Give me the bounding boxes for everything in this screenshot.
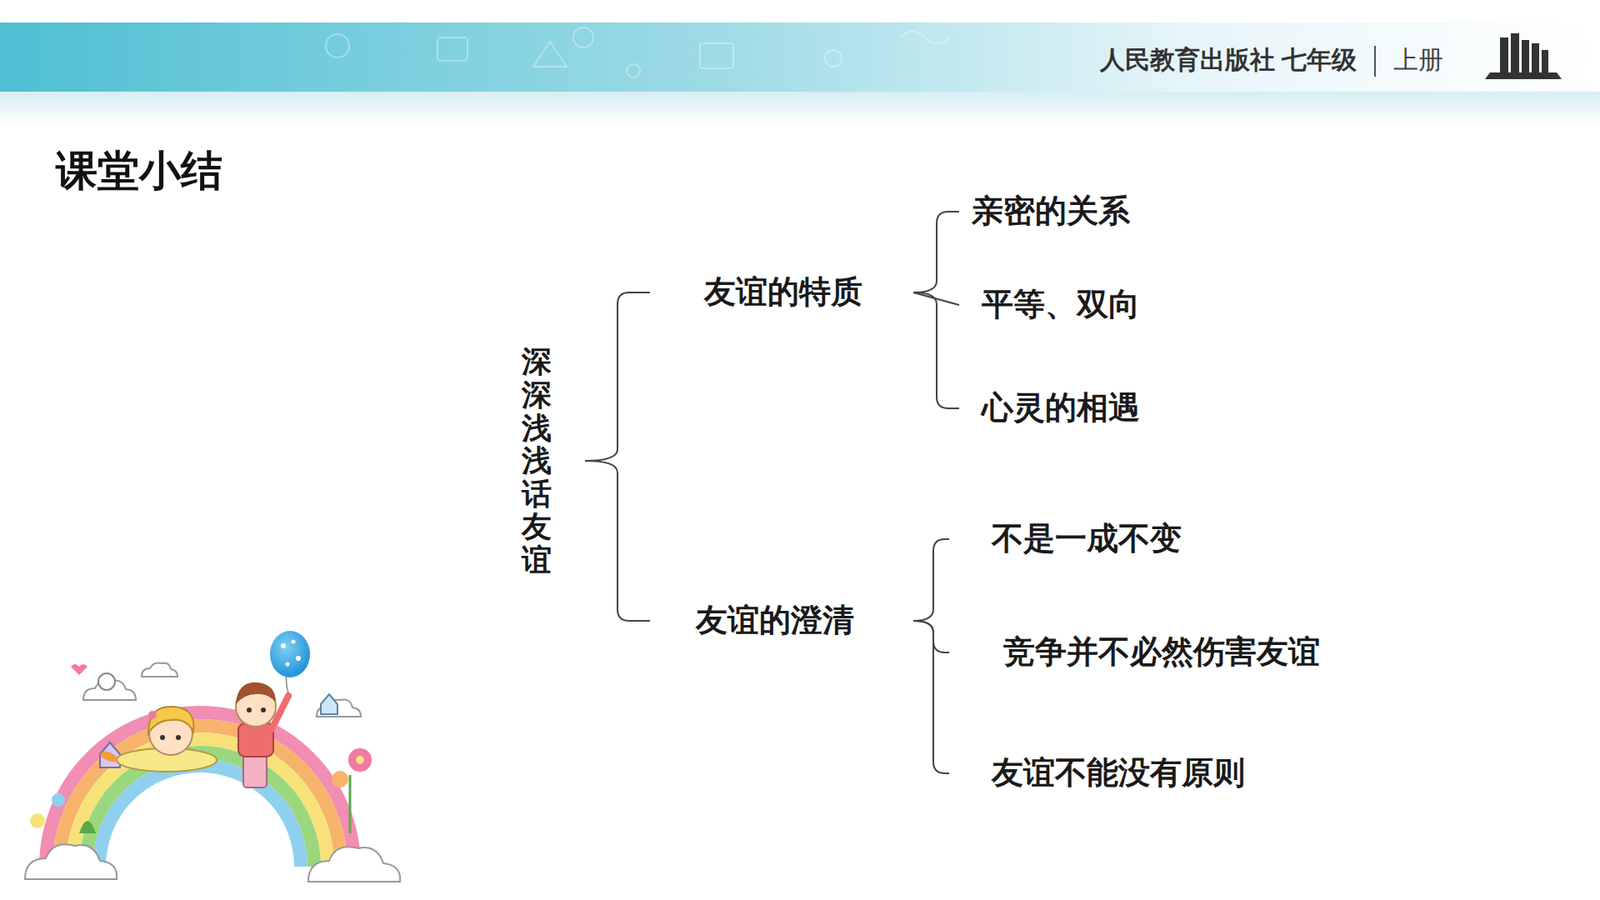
- topic-text: 友谊的特质: [704, 271, 863, 313]
- topic-text: 友谊的澄清: [695, 600, 855, 641]
- header-text: 人民教育出版社 七年级: [1100, 43, 1357, 78]
- book-icon: [1485, 33, 1562, 80]
- topic-node: 不是一成不变: [949, 516, 1185, 561]
- topic-node: 友谊的澄清: [650, 598, 914, 643]
- brace-connector: [913, 292, 960, 409]
- topic-text: 平等、双向: [981, 284, 1140, 325]
- brace-connector: [585, 460, 650, 621]
- topic-node: 心灵的相遇: [959, 385, 1144, 430]
- brace-connector: [585, 292, 650, 461]
- topic-text: 亲密的关系: [971, 190, 1130, 232]
- topic-text: 竞争并不必然伤害友谊: [1003, 631, 1320, 673]
- header-text: 上册: [1393, 43, 1444, 78]
- topic-text: 深深浅浅话友谊: [521, 345, 552, 576]
- root-topic: 深深浅浅话友谊: [520, 343, 585, 578]
- topic-node: 竞争并不必然伤害友谊: [949, 630, 1324, 675]
- topic-node: 亲密的关系: [959, 189, 1134, 234]
- brace-connector: [913, 211, 960, 293]
- rainbow-illustration: [25, 630, 400, 882]
- topic-node: 平等、双向: [959, 282, 1144, 327]
- topic-node: 友谊不能没有原则: [949, 750, 1249, 795]
- header-doodles: [325, 27, 950, 78]
- header-band: [0, 22, 1600, 92]
- brace-connector: [913, 539, 950, 621]
- topic-text: 友谊不能没有原则: [991, 752, 1245, 794]
- slide-title: 课堂小结: [55, 143, 223, 200]
- topic-node: 友谊的特质: [650, 270, 914, 315]
- brace-connector: [913, 620, 950, 774]
- header-separator: [1374, 45, 1376, 77]
- topic-text: 心灵的相遇: [981, 387, 1140, 429]
- topic-text: 不是一成不变: [991, 518, 1182, 560]
- header-shadow: [0, 91, 1600, 125]
